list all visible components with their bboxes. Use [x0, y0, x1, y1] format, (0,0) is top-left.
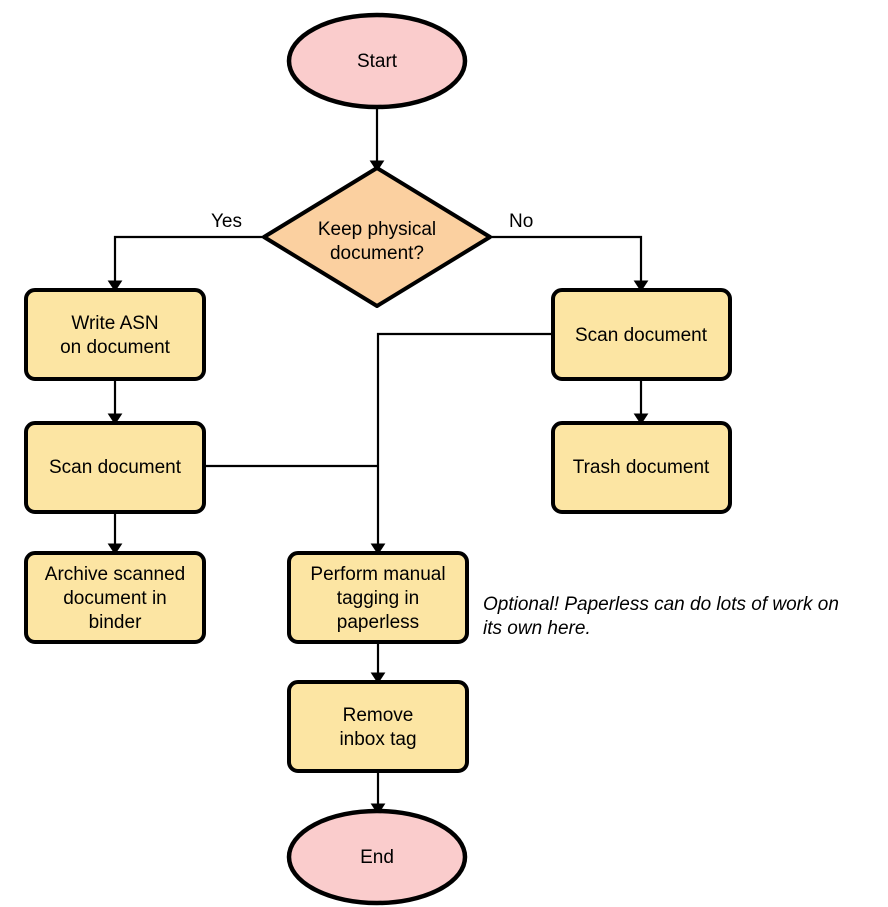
trash-label: Trash document: [573, 457, 710, 478]
decision-diamond-shape: [262, 166, 492, 308]
node-end[interactable]: End: [286, 808, 468, 906]
start-ellipse-shape: [286, 12, 468, 110]
archive-binder-box-shape: [24, 551, 206, 644]
remove-inbox-label-line-2: inbox tag: [339, 729, 416, 750]
scan-left-label: Scan document: [49, 457, 182, 478]
scan-right-box-shape: [551, 288, 732, 381]
edge-label-yes: Yes: [211, 211, 242, 232]
manual-tagging-box-shape: [287, 551, 469, 644]
edge-decision-yes-to-write-asn: [107, 235, 264, 292]
decision-label-line-2: document?: [330, 243, 424, 264]
optional-note-line-1: Optional! Paperless can do lots of work …: [483, 594, 839, 615]
start-label: Start: [357, 51, 398, 72]
archive-binder-label-line-2: document in: [63, 588, 167, 609]
manual-tagging-label-line-2: tagging in: [337, 588, 419, 609]
annotation-optional-note: Optional! Paperless can do lots of work …: [483, 594, 839, 639]
optional-note-line-2: its own here.: [483, 618, 591, 639]
manual-tagging-label-line-1: Perform manual: [310, 564, 445, 585]
node-write-asn-on-document[interactable]: Write ASN on document: [24, 288, 206, 381]
edge-label-layer: Yes No: [211, 211, 533, 232]
remove-inbox-box-shape: [287, 680, 469, 773]
decision-label-line-1: Keep physical: [318, 219, 436, 240]
trash-box-shape: [551, 421, 732, 514]
node-scan-document-right[interactable]: Scan document: [551, 288, 732, 381]
end-label: End: [360, 847, 394, 868]
edge-scan-right-to-manual-tagging: [370, 332, 553, 555]
node-trash-document[interactable]: Trash document: [551, 421, 732, 514]
node-start[interactable]: Start: [286, 12, 468, 110]
edge-decision-no-to-scan-right: [490, 235, 649, 292]
node-scan-document-left[interactable]: Scan document: [24, 421, 206, 514]
remove-inbox-label-line-1: Remove: [343, 705, 414, 726]
archive-binder-label-line-3: binder: [89, 612, 142, 633]
scan-left-box-shape: [24, 421, 206, 514]
manual-tagging-label-line-3: paperless: [337, 612, 419, 633]
end-ellipse-shape: [286, 808, 468, 906]
edge-label-no: No: [509, 211, 533, 232]
scan-right-label: Scan document: [575, 325, 708, 346]
write-asn-label-line-2: on document: [60, 337, 171, 358]
node-remove-inbox-tag[interactable]: Remove inbox tag: [287, 680, 469, 773]
node-decision-keep-physical-document[interactable]: Keep physical document?: [262, 166, 492, 308]
write-asn-box-shape: [24, 288, 206, 381]
write-asn-label-line-1: Write ASN: [71, 313, 158, 334]
edge-layer: [107, 107, 649, 815]
node-archive-scanned-document-in-binder[interactable]: Archive scanned document in binder: [24, 551, 206, 644]
archive-binder-label-line-1: Archive scanned: [45, 564, 185, 585]
node-perform-manual-tagging-in-paperless[interactable]: Perform manual tagging in paperless: [287, 551, 469, 644]
